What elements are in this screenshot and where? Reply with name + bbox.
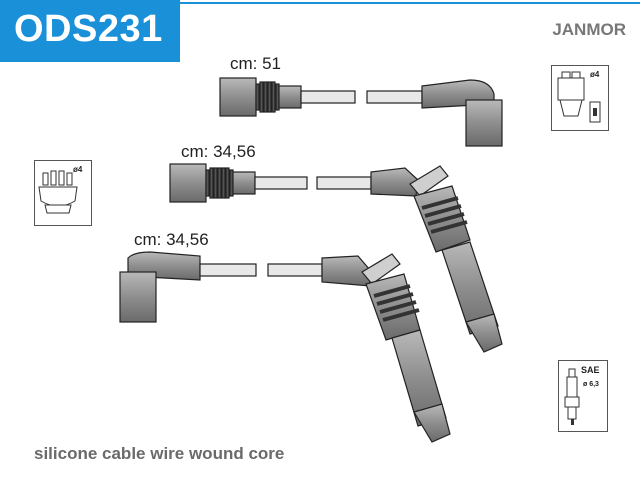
product-code: ODS231 <box>14 8 163 50</box>
cable-2-long-ribs <box>421 196 468 234</box>
cable-1 <box>219 77 503 147</box>
cable-2-wire-right <box>316 176 372 190</box>
cable-3-long-ribs <box>373 284 420 322</box>
plug-standard: SAE <box>581 365 600 375</box>
distributor-diameter: ø4 <box>73 165 83 174</box>
header-rule <box>180 2 640 4</box>
cable-2-length-label: cm: 34,56 <box>181 142 256 161</box>
distributor-cap-pictogram: ø4 <box>34 160 92 226</box>
spark-plug-icon <box>564 368 580 425</box>
distributor-cap-icon <box>38 170 78 214</box>
cable-1-length-label: cm: 51 <box>230 54 282 73</box>
cable-3-wire-left <box>199 263 257 277</box>
cable-1-boot-straight <box>219 77 257 117</box>
ignition-coil-pictogram: ø4 <box>551 65 609 131</box>
cable-1-ribs <box>255 81 280 113</box>
spark-plug-pictogram: SAE ø 6,3 <box>558 360 608 432</box>
product-code-box: ODS231 <box>0 0 180 62</box>
cable-2 <box>169 163 503 353</box>
cable-3 <box>119 251 451 443</box>
cable-3-length-label: cm: 34,56 <box>134 230 209 249</box>
cable-1-wire-right <box>366 90 423 104</box>
cable-1-wire-left <box>300 90 356 104</box>
brand-name: JANMOR <box>552 20 626 39</box>
cable-2-wire-left <box>254 176 308 190</box>
plug-size: ø 6,3 <box>583 381 599 388</box>
ignition-coil-icon <box>557 71 601 123</box>
coil-diameter: ø4 <box>590 70 600 79</box>
product-description: silicone cable wire wound core <box>34 444 285 463</box>
cable-2-boot-angled <box>370 167 419 197</box>
cable-2-ribs <box>205 167 234 199</box>
cable-3-wire-right <box>267 263 323 277</box>
cable-2-boot-straight <box>169 163 207 203</box>
